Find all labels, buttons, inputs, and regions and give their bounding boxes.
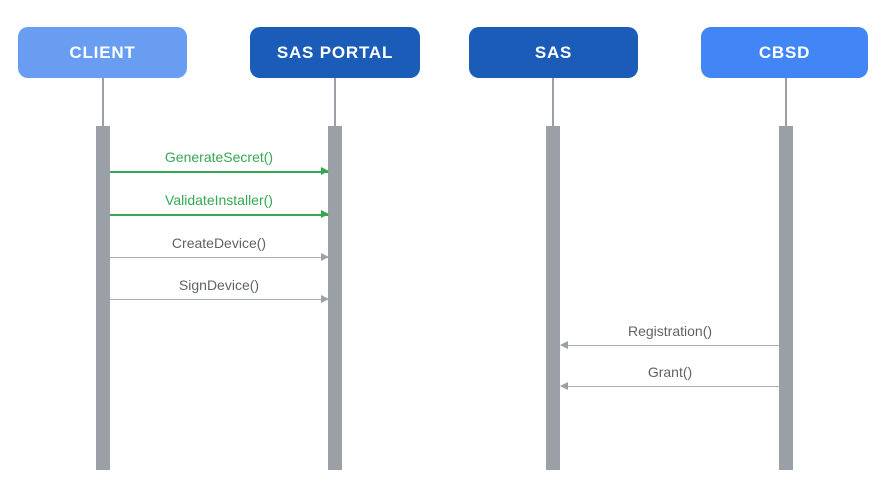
lifeline-sas-portal (334, 78, 336, 126)
arrow-left-icon (560, 382, 779, 390)
message-label: Grant() (647, 364, 693, 380)
message-label: GenerateSecret() (164, 149, 274, 165)
activation-bar-sas-portal (328, 126, 342, 470)
actor-box-sas: SAS (469, 27, 638, 78)
activation-bar-sas (546, 126, 560, 470)
activation-bar-cbsd (779, 126, 793, 470)
lifeline-cbsd (785, 78, 787, 126)
message-validate-installer: ValidateInstaller() (110, 192, 329, 217)
message-sign-device: SignDevice() (110, 277, 329, 303)
message-generate-secret: GenerateSecret() (110, 149, 329, 174)
actor-label-client: CLIENT (69, 42, 136, 62)
actor-box-cbsd: CBSD (701, 27, 868, 78)
message-registration: Registration() (560, 323, 779, 349)
actor-label-cbsd: CBSD (758, 42, 811, 62)
message-grant: Grant() (560, 364, 779, 390)
actor-label-sas: SAS (534, 42, 573, 62)
message-label: ValidateInstaller() (165, 192, 273, 208)
arrow-right-icon (110, 211, 329, 217)
actor-box-sas-portal: SAS PORTAL (250, 27, 420, 78)
lifeline-sas (552, 78, 554, 126)
actor-label-sas-portal: SAS PORTAL (276, 42, 394, 62)
actor-box-client: CLIENT (18, 27, 187, 78)
activation-bar-client (96, 126, 110, 470)
arrow-right-icon (110, 295, 329, 303)
arrow-left-icon (560, 341, 779, 349)
message-label: CreateDevice() (171, 235, 267, 251)
lifeline-client (102, 78, 104, 126)
message-label: Registration() (627, 323, 713, 339)
message-label: SignDevice() (178, 277, 260, 293)
arrow-right-icon (110, 168, 329, 174)
message-create-device: CreateDevice() (110, 235, 329, 261)
arrow-right-icon (110, 253, 329, 261)
